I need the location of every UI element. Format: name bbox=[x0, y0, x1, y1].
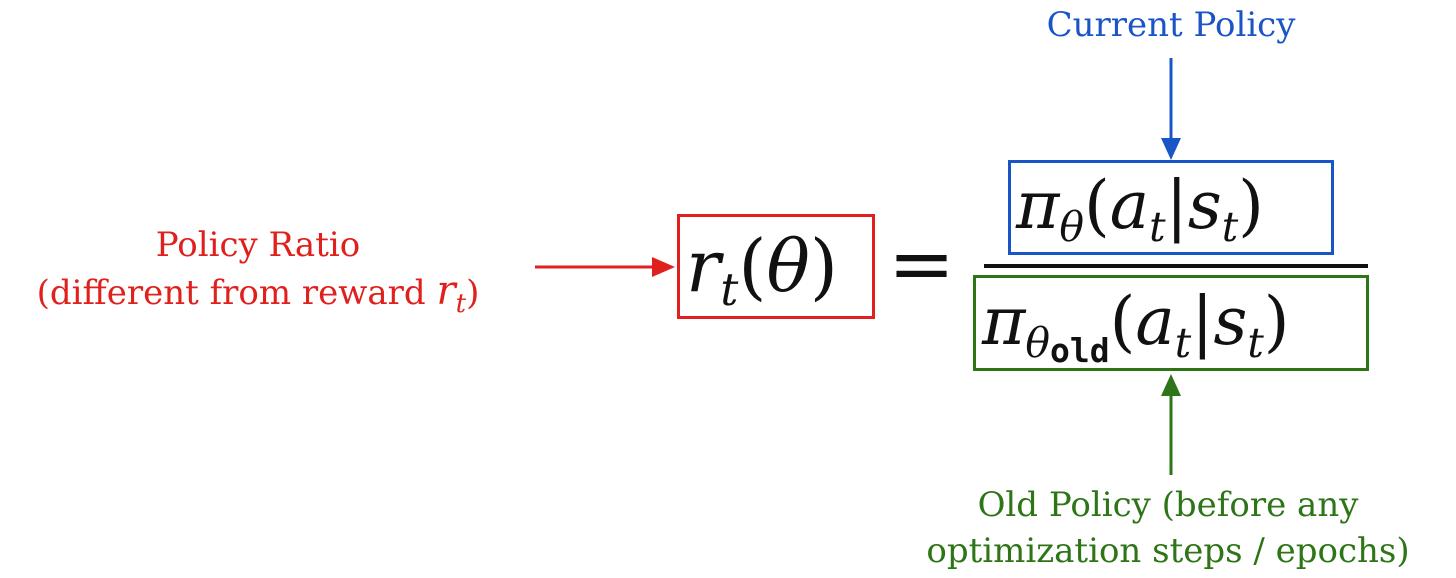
current-policy-arrow bbox=[1161, 58, 1181, 160]
policy-ratio-line1: Policy Ratio bbox=[155, 225, 361, 265]
num-close: ) bbox=[1238, 167, 1264, 244]
den-sub-sub: old bbox=[1050, 331, 1110, 371]
num-a-sub: t bbox=[1149, 203, 1166, 252]
den-close: ) bbox=[1263, 283, 1290, 360]
den-open: ( bbox=[1109, 283, 1136, 360]
old-policy-line2: optimization steps / epochs) bbox=[926, 531, 1410, 571]
current-policy-box bbox=[1008, 160, 1334, 255]
den-a-sub: t bbox=[1174, 319, 1192, 368]
lhs-open: ( bbox=[738, 224, 767, 308]
denominator-expression: πθold(at|st) bbox=[982, 276, 1290, 379]
den-bar: | bbox=[1191, 283, 1214, 360]
policy-ratio-var-sub: t bbox=[455, 289, 467, 319]
lhs-close: ) bbox=[809, 224, 838, 308]
lhs-theta: θ bbox=[766, 224, 810, 308]
policy-ratio-arrow bbox=[535, 257, 675, 277]
old-policy-line1: Old Policy (before any bbox=[977, 485, 1359, 525]
numerator-expression: πθ(at|st) bbox=[1016, 160, 1264, 260]
fraction-bar bbox=[984, 264, 1368, 268]
num-s: s bbox=[1187, 167, 1222, 244]
num-open: ( bbox=[1084, 167, 1110, 244]
den-pi: π bbox=[982, 283, 1026, 360]
policy-ratio-suffix: ) bbox=[466, 273, 480, 313]
policy-ratio-prefix: (different from reward bbox=[36, 273, 437, 313]
num-pi: π bbox=[1016, 167, 1060, 244]
old-policy-arrow bbox=[1161, 374, 1181, 475]
num-bar: | bbox=[1165, 167, 1188, 244]
policy-ratio-var: r bbox=[436, 268, 456, 314]
lhs-sub: t bbox=[720, 264, 739, 317]
old-policy-box bbox=[973, 275, 1369, 371]
lhs-expression: rt(θ) bbox=[686, 216, 838, 326]
policy-ratio-line2: (different from reward rt) bbox=[0, 268, 516, 319]
num-a: a bbox=[1109, 167, 1150, 244]
policy-ratio-box bbox=[677, 214, 875, 319]
num-sub: θ bbox=[1059, 203, 1085, 252]
old-policy-label: Old Policy (before any optimization step… bbox=[880, 482, 1456, 574]
num-s-sub: t bbox=[1221, 203, 1239, 252]
den-sub: θ bbox=[1025, 319, 1051, 368]
den-s: s bbox=[1213, 283, 1248, 360]
current-policy-label: Current Policy bbox=[1046, 5, 1296, 45]
lhs-var: r bbox=[686, 224, 721, 308]
den-a: a bbox=[1135, 283, 1175, 360]
equals-sign: = bbox=[888, 217, 956, 310]
den-s-sub: t bbox=[1247, 319, 1264, 368]
policy-ratio-label: Policy Ratio (different from reward rt) bbox=[0, 222, 516, 319]
